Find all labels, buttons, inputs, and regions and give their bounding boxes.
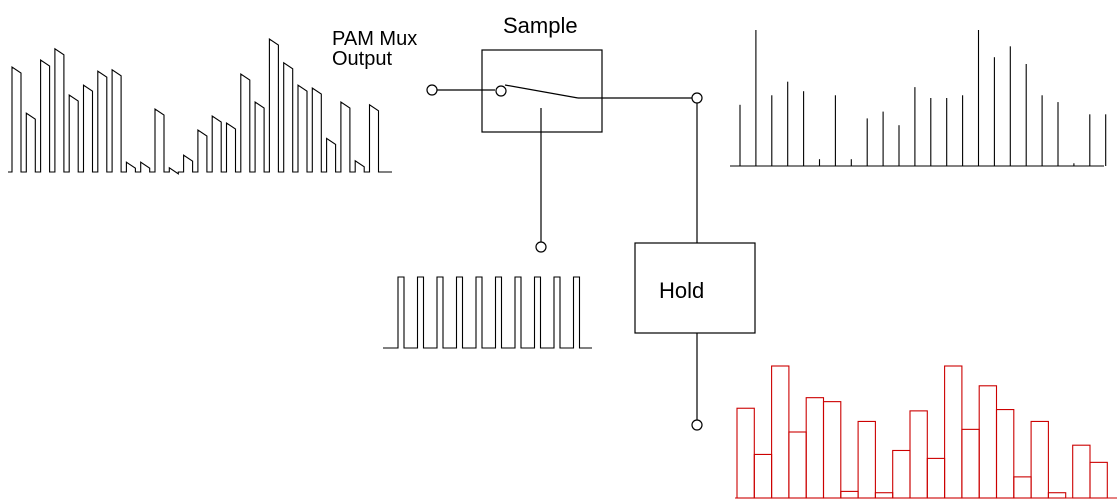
held-step <box>771 365 790 499</box>
held-step <box>1013 476 1032 499</box>
held-step <box>909 410 928 499</box>
held-step <box>736 407 755 499</box>
sample-box <box>481 49 603 133</box>
input-terminal <box>426 84 438 96</box>
held-step <box>1030 420 1049 499</box>
sample-label: Sample <box>503 13 578 38</box>
sampled-output-terminal <box>691 92 703 104</box>
held-step <box>753 453 773 499</box>
switch-contact <box>495 85 507 97</box>
held-step <box>788 431 807 499</box>
hold-label: Hold <box>659 278 704 303</box>
held-step <box>944 365 963 499</box>
held-output-terminal <box>691 419 703 431</box>
held-step <box>978 385 998 499</box>
pam-input-trace <box>8 37 392 175</box>
held-step <box>892 449 911 499</box>
held-step <box>961 428 980 499</box>
held-step <box>1089 461 1108 499</box>
pam-input-waveform <box>8 37 392 175</box>
switch-arm <box>504 84 579 99</box>
clock-terminal <box>535 241 547 253</box>
clock-waveform <box>383 276 592 349</box>
held-step <box>1072 444 1091 499</box>
held-waveform <box>735 365 1117 499</box>
clock-trace <box>383 276 592 349</box>
hold-box <box>634 242 756 334</box>
held-step <box>874 492 894 499</box>
mux-label-line1: PAM Mux <box>332 28 417 50</box>
held-step <box>805 397 825 499</box>
held-step <box>926 457 946 499</box>
sampled-waveform <box>730 30 1107 167</box>
held-step <box>1047 492 1067 499</box>
held-step <box>822 401 842 499</box>
held-step <box>995 409 1015 499</box>
mux-label-line2: Output <box>332 48 392 70</box>
held-step <box>857 420 876 499</box>
held-step <box>840 490 859 499</box>
